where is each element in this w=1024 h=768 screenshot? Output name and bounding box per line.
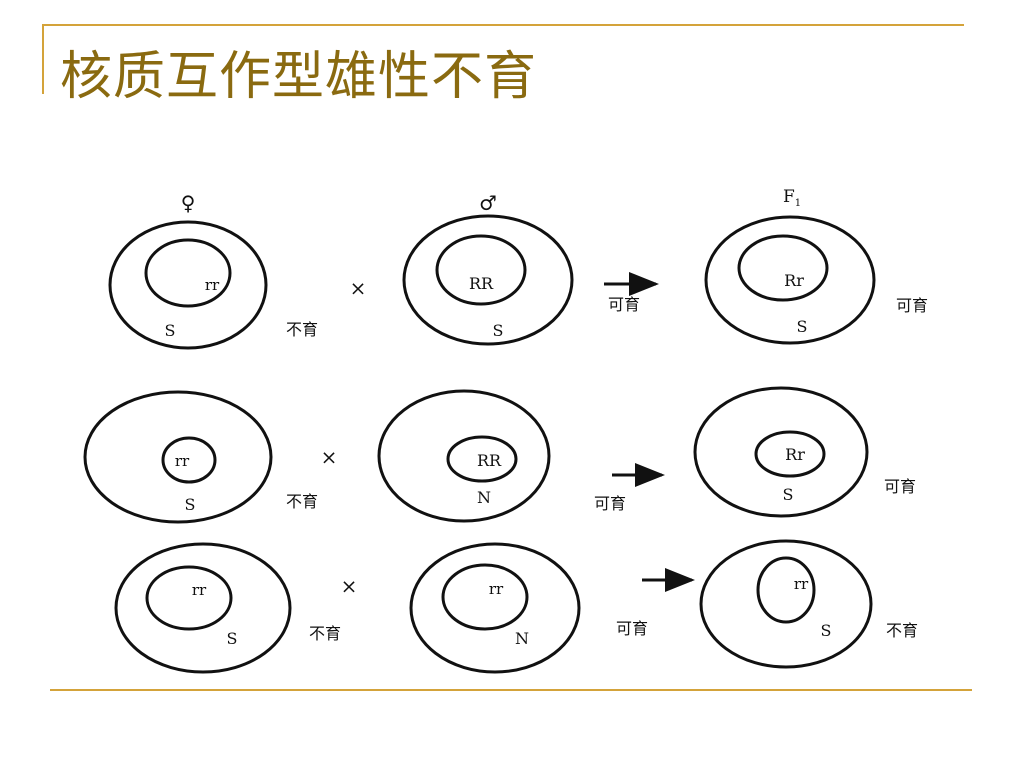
cytoplasm-ring (377, 389, 551, 523)
fertility-label: 可育 (594, 494, 626, 513)
title-left-rule (42, 24, 44, 94)
nucleus-ring (737, 234, 829, 302)
offspring-cell: Rr S 可育 (704, 215, 928, 345)
female-cell: rr S 不育 (114, 542, 341, 674)
footer-rule (50, 689, 972, 691)
nucleus-ring (145, 565, 233, 631)
nucleus-ring (441, 563, 529, 631)
nuclear-genotype: RR (477, 451, 502, 470)
cross-symbol: × (350, 276, 367, 300)
cytoplasm-ring (409, 542, 581, 674)
cytoplasm-type: N (477, 488, 491, 507)
fertility-label: 不育 (286, 320, 318, 339)
nuclear-genotype: rr (489, 580, 504, 598)
fertility-label: 不育 (886, 621, 918, 640)
female-symbol: ♀ (181, 191, 196, 215)
f1-letter: F (783, 187, 795, 207)
fertility-label: 不育 (309, 624, 341, 643)
nucleus-ring (161, 436, 217, 484)
nucleus-ring (435, 234, 527, 306)
fertility-label: 不育 (286, 492, 318, 511)
cytoplasm-ring (699, 539, 873, 669)
nuclear-genotype: Rr (785, 445, 805, 464)
nucleus-ring (144, 238, 232, 308)
nuclear-genotype: rr (205, 276, 220, 294)
nucleus-ring (756, 556, 816, 624)
cytoplasm-ring (108, 220, 268, 350)
f1-label: F1 (783, 187, 801, 209)
cross-row-3: rr S 不育 × rr N 可育 rr S 不育 (114, 539, 918, 674)
female-cell: rr S 不育 (83, 390, 318, 524)
fertility-label: 可育 (616, 619, 648, 638)
cross-symbol: × (321, 445, 338, 469)
cytoplasm-ring (402, 214, 574, 346)
cytoplasm-ring (693, 386, 869, 518)
cytoplasm-type: S (821, 621, 832, 640)
page-title: 核质互作型雄性不育 (60, 47, 538, 107)
cytoplasm-type: S (185, 495, 196, 514)
nuclear-genotype: Rr (784, 271, 804, 290)
cytoplasm-type: S (165, 321, 176, 340)
cytoplasm-type: S (783, 485, 794, 504)
cytoplasm-type: S (797, 317, 808, 336)
nuclear-genotype: RR (469, 274, 494, 293)
nuclear-genotype: rr (175, 452, 190, 470)
cytoplasm-ring (704, 215, 876, 345)
cross-row-1: rr S 不育 × RR S 可育 Rr S 可育 (108, 214, 928, 350)
cytoplasm-type: S (493, 321, 504, 340)
cytoplasm-ring (83, 390, 273, 524)
cross-symbol: × (341, 574, 358, 598)
offspring-cell: rr S 不育 (699, 539, 918, 669)
fertility-label: 可育 (896, 296, 928, 315)
title-top-rule (42, 24, 964, 26)
male-cell: RR S 可育 (402, 214, 640, 346)
nucleus-ring (446, 435, 518, 483)
nuclear-genotype: rr (192, 581, 207, 599)
offspring-cell: Rr S 可育 (693, 386, 916, 518)
male-symbol: ♂ (479, 191, 497, 215)
f1-subscript: 1 (795, 198, 801, 209)
fertility-label: 可育 (608, 295, 640, 314)
cytoplasm-type: S (227, 629, 238, 648)
fertility-label: 可育 (884, 477, 916, 496)
nucleus-ring (754, 430, 826, 478)
cytoplasm-type: N (515, 629, 529, 648)
male-cell: RR N 可育 (377, 389, 626, 523)
male-cell: rr N 可育 (409, 542, 648, 674)
cytoplasm-ring (114, 542, 292, 674)
cross-row-2: rr S 不育 × RR N 可育 Rr S 可育 (83, 386, 916, 524)
female-cell: rr S 不育 (108, 220, 318, 350)
nuclear-genotype: rr (794, 575, 809, 593)
